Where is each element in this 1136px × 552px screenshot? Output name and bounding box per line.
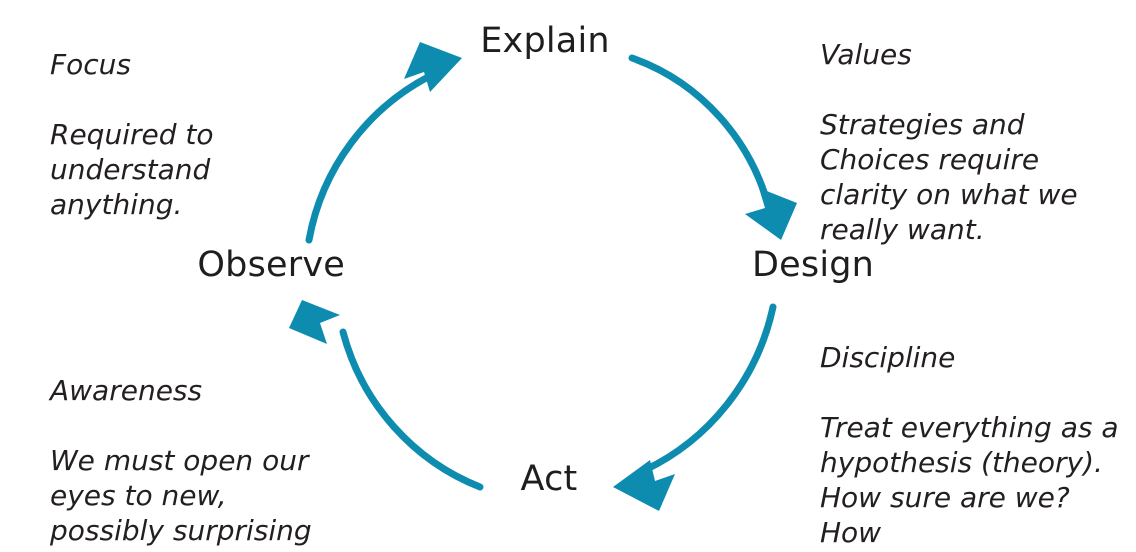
annotation-discipline: Discipline Treat everything as a hypothe… bbox=[820, 305, 1130, 552]
annotation-discipline-title: Discipline bbox=[820, 341, 956, 374]
annotation-values-body: Strategies and Choices require clarity o… bbox=[820, 108, 1078, 246]
annotation-discipline-body: Treat everything as a hypothesis (theory… bbox=[820, 411, 1122, 552]
arrow-design-to-act bbox=[613, 303, 777, 511]
node-label-design: Design bbox=[752, 245, 875, 285]
annotation-focus: Focus Required to understand anything. bbox=[50, 12, 320, 257]
annotation-values-title: Values bbox=[820, 38, 912, 71]
annotation-values: Values Strategies and Choices require cl… bbox=[820, 2, 1120, 282]
arrow-observe-to-explain bbox=[305, 42, 462, 244]
node-label-explain: Explain bbox=[480, 21, 610, 61]
node-label-act: Act bbox=[520, 459, 578, 499]
arrow-act-to-observe bbox=[289, 300, 484, 491]
annotation-awareness: Awareness We must open our eyes to new, … bbox=[50, 338, 340, 552]
node-label-observe: Observe bbox=[197, 245, 345, 285]
annotation-awareness-title: Awareness bbox=[50, 374, 203, 407]
arrow-explain-to-design bbox=[628, 54, 797, 240]
annotation-focus-body: Required to understand anything. bbox=[50, 118, 214, 221]
annotation-awareness-body: We must open our eyes to new, possibly s… bbox=[50, 444, 312, 552]
annotation-focus-title: Focus bbox=[50, 48, 131, 81]
